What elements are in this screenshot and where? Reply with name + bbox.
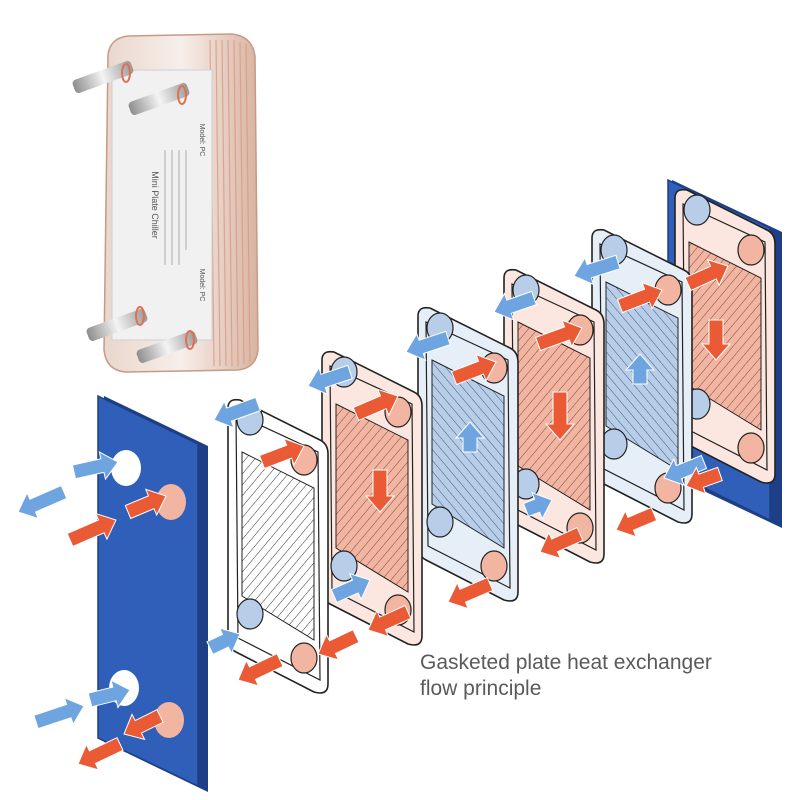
plate-chiller-photo: Mini Plate Chiller Model: PC Model: PC — [72, 33, 259, 373]
blue-arrow — [206, 627, 241, 655]
plate-port — [426, 506, 454, 538]
frame-port-bottom-right — [154, 702, 184, 738]
blue-arrow — [71, 450, 119, 481]
frame-port-top-right — [156, 484, 186, 520]
blue-arrow — [624, 353, 656, 385]
red-arrow — [258, 437, 305, 470]
red-arrow — [352, 388, 399, 422]
blue-arrow — [663, 454, 708, 486]
plate-port — [600, 428, 628, 460]
blue-arrow — [573, 254, 621, 286]
red-arrow — [364, 469, 396, 513]
plate-port — [737, 432, 765, 464]
blue-arrow — [307, 364, 353, 396]
red-arrow — [450, 353, 497, 386]
blue-arrow — [33, 696, 85, 730]
red-arrow — [685, 466, 723, 495]
red-arrow — [66, 512, 117, 548]
product-model-label-top: Model: PC — [198, 124, 205, 157]
nozzle-top-left — [72, 60, 134, 94]
red-arrow — [615, 506, 658, 538]
red-arrow — [77, 737, 124, 771]
caption-line-1: Gasketed plate heat exchanger — [420, 651, 712, 674]
caption-line-2: flow principle — [420, 677, 542, 700]
blue-arrow — [405, 330, 451, 362]
red-arrow — [123, 709, 164, 741]
nozzle-bottom-right — [136, 330, 198, 364]
flow-arrows — [17, 254, 732, 771]
plate-port — [737, 234, 765, 266]
diagram-caption: Gasketed plate heat exchanger flow princ… — [420, 650, 790, 702]
red-arrow — [124, 488, 167, 520]
frame-port-top-left — [111, 450, 141, 486]
blue-arrow — [493, 290, 537, 321]
plate-port — [236, 598, 264, 630]
heat-transfer-plate-1 — [227, 398, 329, 694]
blue-arrow — [330, 572, 371, 604]
red-arrow — [700, 319, 732, 361]
product-model-label-bottom: Model: PC — [198, 269, 205, 302]
red-arrow — [544, 391, 576, 441]
plate-port — [683, 194, 711, 226]
nozzle-top-right — [128, 82, 190, 116]
blue-arrow — [17, 484, 68, 520]
red-arrow — [447, 576, 494, 610]
red-arrow — [237, 653, 284, 687]
blue-arrow — [522, 491, 553, 521]
plate-port — [480, 550, 508, 582]
red-arrow — [684, 259, 729, 292]
red-arrow — [539, 526, 584, 559]
blue-arrow — [87, 679, 131, 709]
heat-transfer-plate-3 — [417, 306, 519, 602]
red-arrow — [616, 281, 663, 314]
red-arrow — [317, 629, 360, 661]
plate-port — [290, 642, 318, 674]
red-arrow — [534, 319, 583, 352]
front-frame-plate — [97, 394, 208, 792]
blue-arrow — [213, 396, 262, 429]
product-brand-label: Mini Plate Chiller — [150, 171, 160, 239]
blue-arrow — [454, 421, 486, 453]
nozzle-bottom-left — [86, 306, 148, 342]
red-arrow — [367, 604, 412, 637]
product-label-text: Mini Plate Chiller Model: PC Model: PC — [150, 124, 205, 302]
plate-stack — [227, 188, 776, 694]
